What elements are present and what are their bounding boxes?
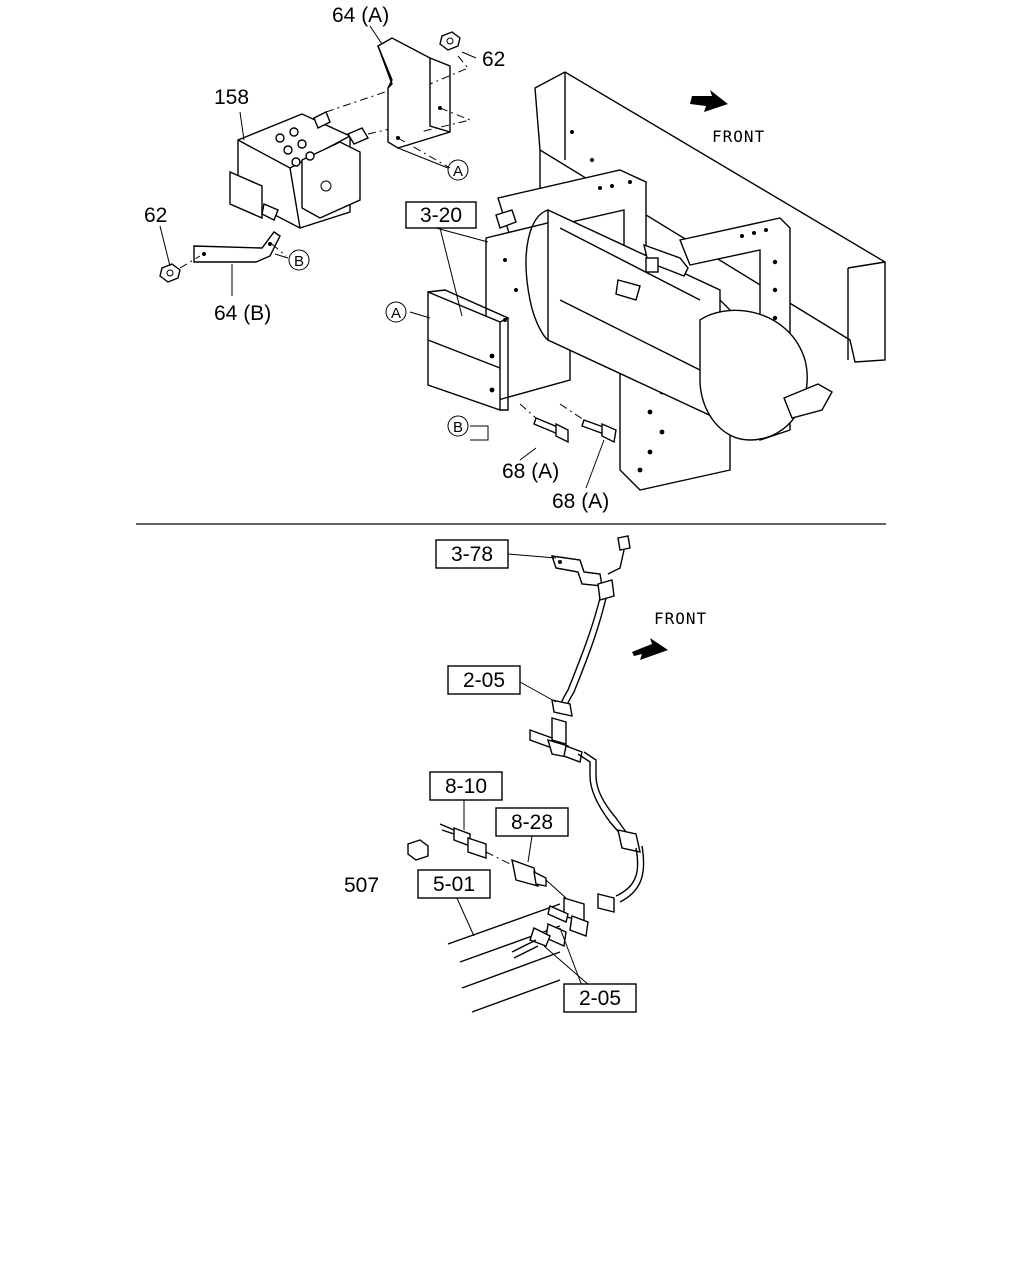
marker-b-bottom-label: B — [453, 419, 463, 436]
abs-modulator-module — [229, 91, 395, 229]
lower-section: 3-78 2-05 8-10 8-28 507 5-01 2-05 FRONT — [344, 535, 707, 1013]
label-3-78: 3-78 — [451, 543, 493, 566]
leader-lines-upper — [159, 25, 605, 489]
label-62-left: 62 — [144, 204, 167, 227]
nut-62-left — [159, 255, 201, 283]
upper-hose — [551, 597, 607, 717]
label-68a-2: 68 (A) — [552, 490, 609, 513]
nut-62-top — [439, 31, 477, 59]
tank-fittings — [495, 209, 833, 419]
label-3-20: 3-20 — [420, 204, 462, 227]
marker-b-right: B — [288, 249, 310, 271]
front-arrow-upper — [690, 90, 728, 112]
label-64b: 64 (B) — [214, 302, 271, 325]
bracket-64b — [193, 231, 287, 263]
front-arrow-lower — [632, 638, 668, 660]
ref-box-8-10 — [429, 771, 503, 801]
ref-box-2-05-upper — [447, 665, 521, 695]
bolts-68a — [519, 403, 617, 444]
ref-box-2-05-lower — [563, 983, 637, 1013]
label-2-05-upper: 2-05 — [463, 669, 505, 692]
pressure-sensor — [511, 858, 567, 899]
ref-box-8-28 — [495, 807, 569, 837]
bracket-64a — [377, 37, 472, 169]
ref-box-3-20 — [405, 201, 477, 229]
label-64a: 64 (A) — [332, 4, 389, 27]
label-68a-1: 68 (A) — [502, 460, 559, 483]
label-5-01: 5-01 — [433, 873, 475, 896]
marker-a-top-label: A — [453, 163, 463, 180]
label-2-05-lower: 2-05 — [579, 987, 621, 1010]
front-label-upper: FRONT — [712, 127, 765, 146]
cap-507 — [407, 839, 429, 861]
ref-box-3-78 — [435, 539, 509, 569]
label-158: 158 — [214, 86, 249, 109]
marker-b-bottom: B — [447, 415, 469, 437]
lower-multi-fitting — [511, 897, 589, 959]
bracket-plate-lower — [427, 289, 510, 411]
marker-a-top: A — [447, 159, 469, 181]
top-hose-bracket — [550, 535, 631, 601]
air-tank — [525, 208, 808, 441]
brake-pipe — [577, 751, 645, 913]
front-label-lower: FRONT — [654, 609, 707, 628]
tee-fitting-mid — [529, 717, 583, 763]
upper-section: A B A B 64 (A) 62 158 62 64 (B) 3-20 68 … — [144, 4, 886, 513]
label-507: 507 — [344, 874, 379, 897]
label-8-28: 8-28 — [511, 811, 553, 834]
marker-a-left-label: A — [391, 305, 401, 322]
label-8-10: 8-10 — [445, 775, 487, 798]
lower-frame-rail — [447, 903, 561, 1013]
marker-a-left: A — [385, 301, 407, 323]
leader-lines-lower — [455, 553, 591, 987]
label-62-top: 62 — [482, 48, 505, 71]
harness-connector — [439, 823, 515, 867]
ref-box-5-01 — [417, 869, 491, 899]
marker-b-right-label: B — [294, 253, 304, 270]
